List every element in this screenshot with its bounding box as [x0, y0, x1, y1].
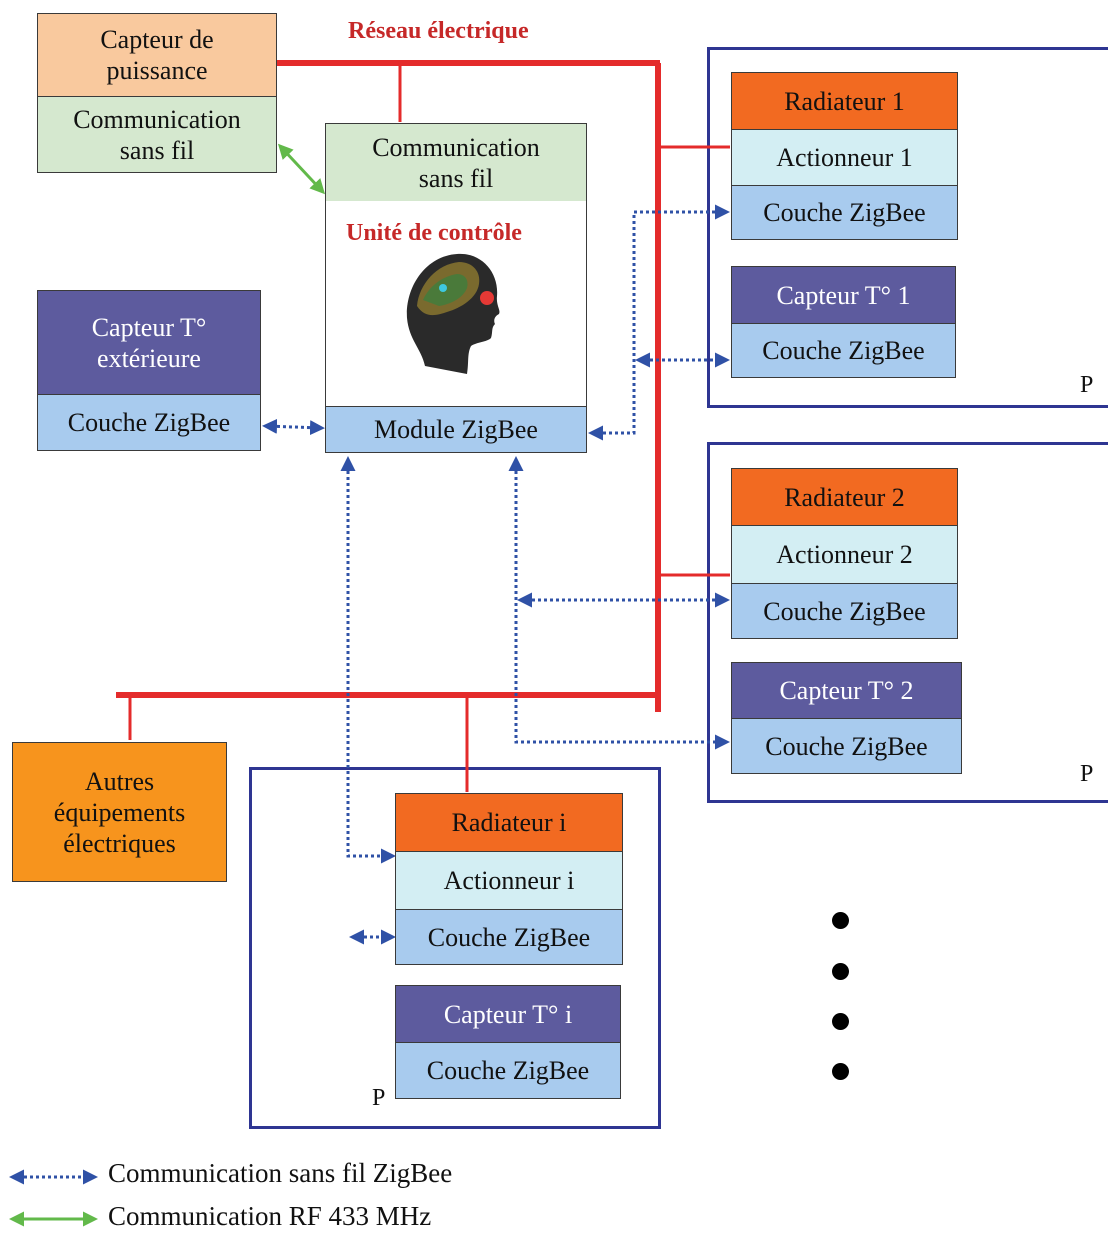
power-sensor-comm-box: Communication sans fil	[37, 96, 277, 173]
temp-sensor-2-box: Capteur T° 2	[731, 662, 962, 718]
room1-zigbee-layer-1: Couche ZigBee	[731, 185, 958, 240]
power-network-label: Réseau électrique	[348, 18, 529, 44]
legend-zigbee-label: Communication sans fil ZigBee	[108, 1158, 453, 1188]
brain-head-icon	[406, 253, 500, 374]
other-equipment-box: Autres équipements électriques	[12, 742, 227, 882]
roomi-p-label: P	[372, 1085, 386, 1111]
room2-p-label: P	[1080, 761, 1094, 787]
ellipsis-dot	[832, 1013, 849, 1030]
room2-zigbee-layer-1: Couche ZigBee	[731, 583, 958, 639]
outdoor-temp-sensor-box: Capteur T° extérieure	[37, 290, 261, 394]
outdoor-zigbee-layer-box: Couche ZigBee	[37, 394, 261, 451]
actuator-2-box: Actionneur 2	[731, 525, 958, 583]
zigbee-module-box: Module ZigBee	[325, 406, 587, 453]
radiator-1-box: Radiateur 1	[731, 72, 958, 129]
legend-rf-label: Communication RF 433 MHz	[108, 1201, 432, 1231]
room2-zigbee-layer-2: Couche ZigBee	[731, 718, 962, 774]
ellipsis-dot	[832, 912, 849, 929]
roomi-zigbee-layer-2: Couche ZigBee	[395, 1042, 621, 1099]
roomi-zigbee-layer-1: Couche ZigBee	[395, 909, 623, 965]
control-unit-title: Unité de contrôle	[346, 220, 522, 246]
radiator-2-box: Radiateur 2	[731, 468, 958, 525]
temp-sensor-1-box: Capteur T° 1	[731, 266, 956, 323]
room1-p-label: P	[1080, 372, 1094, 398]
actuator-i-box: Actionneur i	[395, 851, 623, 909]
zigbee-link-roomi	[340, 456, 396, 864]
room-i	[249, 767, 661, 1129]
actuator-1-box: Actionneur 1	[731, 129, 958, 185]
zigbee-link-outdoor	[262, 418, 325, 436]
zigbee-links	[262, 204, 730, 945]
radiator-i-box: Radiateur i	[395, 793, 623, 851]
zigbee-link-room2	[508, 456, 730, 750]
ellipsis-dot	[832, 963, 849, 980]
room1-zigbee-layer-2: Couche ZigBee	[731, 323, 956, 378]
ellipsis-dot	[832, 1063, 849, 1080]
rf-link	[277, 143, 326, 195]
control-comm-box: Communication sans fil	[325, 123, 587, 201]
power-sensor-box: Capteur de puissance	[37, 13, 277, 96]
temp-sensor-i-box: Capteur T° i	[395, 985, 621, 1042]
